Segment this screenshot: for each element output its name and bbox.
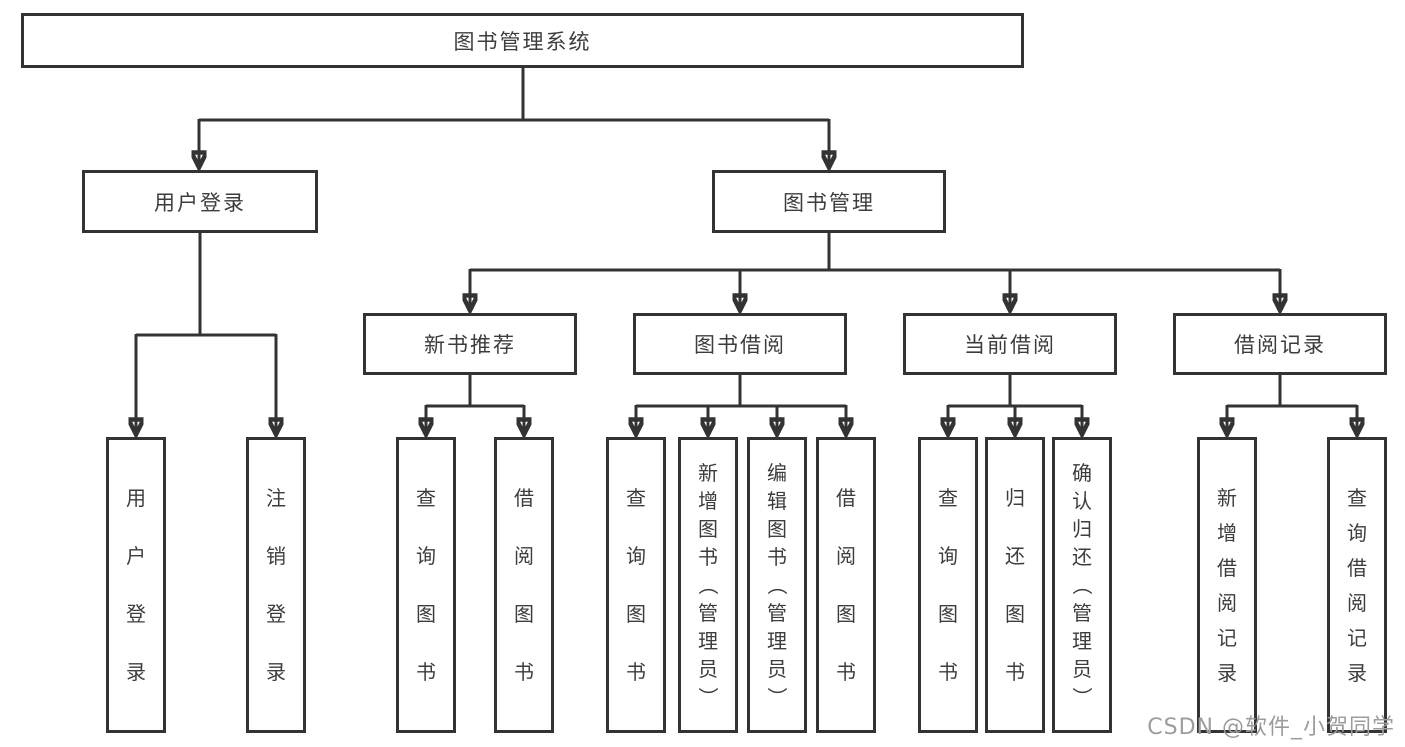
node-label: 用户登录 bbox=[154, 190, 246, 215]
leaf-query-books-current: 查询图书 bbox=[918, 437, 978, 733]
node-borrow-records: 借阅记录 bbox=[1173, 313, 1387, 375]
leaf-add-borrow-record: 新增借阅记录 bbox=[1197, 437, 1257, 733]
node-current-borrow: 当前借阅 bbox=[903, 313, 1117, 375]
leaf-query-books-borrow: 查询图书 bbox=[606, 437, 666, 733]
leaf-user-login: 用户登录 bbox=[106, 437, 166, 733]
leaf-borrow-books-recommend: 借阅图书 bbox=[494, 437, 554, 733]
node-book-management: 图书管理 bbox=[712, 170, 946, 233]
node-new-book-recommend: 新书推荐 bbox=[363, 313, 577, 375]
leaf-query-books-recommend: 查询图书 bbox=[396, 437, 456, 733]
node-label: 借阅记录 bbox=[1234, 333, 1326, 357]
leaf-return-books: 归还图书 bbox=[985, 437, 1045, 733]
node-label: 新书推荐 bbox=[424, 333, 516, 357]
node-label: 图书管理 bbox=[783, 190, 875, 215]
leaf-logout: 注销登录 bbox=[246, 437, 306, 733]
csdn-watermark: CSDN @软件_小贺同学 bbox=[1147, 715, 1395, 740]
node-user-login: 用户登录 bbox=[82, 170, 318, 233]
node-label: 当前借阅 bbox=[964, 333, 1056, 357]
leaf-borrow-books: 借阅图书 bbox=[816, 437, 876, 733]
node-label: 图书管理系统 bbox=[453, 29, 592, 54]
leaf-edit-books-admin: 编辑图书（管理员） bbox=[747, 437, 807, 733]
node-book-borrow: 图书借阅 bbox=[633, 313, 847, 375]
node-label: 图书借阅 bbox=[694, 333, 786, 357]
leaf-add-books-admin: 新增图书（管理员） bbox=[678, 437, 738, 733]
leaf-confirm-return-admin: 确认归还（管理员） bbox=[1052, 437, 1112, 733]
leaf-query-borrow-record: 查询借阅记录 bbox=[1327, 437, 1387, 733]
node-library-system: 图书管理系统 bbox=[21, 13, 1024, 68]
